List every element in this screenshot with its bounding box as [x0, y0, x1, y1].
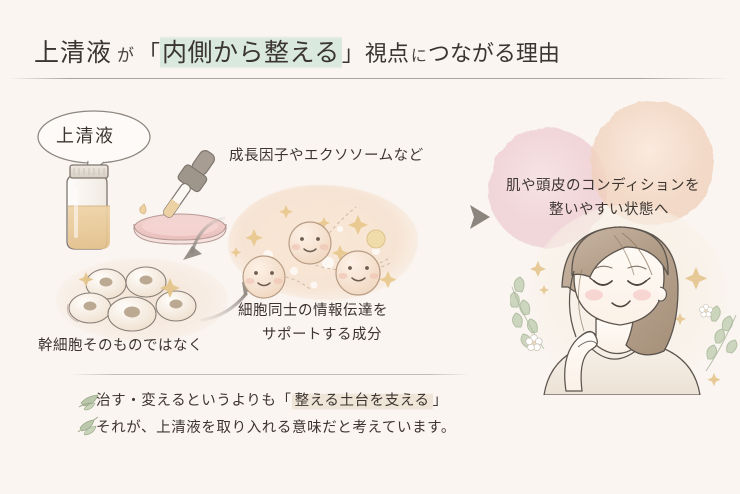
caption-not-stem-cells: 幹細胞そのものではなく [38, 338, 203, 354]
footer-line1-pre: 治す・変えるというよりも [96, 393, 277, 409]
footer-line-1: 治す・変えるというよりも「整える土台を支える」 [96, 389, 448, 410]
footer-divider [74, 374, 468, 375]
title-tail: つながる理由 [427, 42, 560, 67]
smiling-cell-cluster-icon [230, 205, 397, 299]
footer-line-2: それが、上清液を取り入れる意味だと考えています。 [96, 420, 456, 436]
title-highlight: 内側から整える [160, 33, 342, 69]
title-lead: 上清液 [34, 38, 113, 67]
caption-result-line2: 整いやすい状態へ [549, 202, 669, 218]
caption-support-line2: サポートする成分 [262, 327, 382, 343]
supernatant-bottle-icon [66, 164, 227, 250]
caption-support-line1: 細胞同士の情報伝達を [238, 303, 388, 319]
caption-supernatant-items: 成長因子やエクソソームなど [229, 148, 424, 164]
leaf-sprig-icon [78, 394, 99, 411]
footer-line1-quote-close: 」 [432, 393, 448, 409]
stem-cell-cluster-icon [67, 266, 197, 332]
caption-result-line1: 肌や頭皮のコンディションを [506, 178, 700, 194]
title-quote-open: 「 [138, 42, 161, 67]
footer-line1-quote-open: 「 [276, 393, 292, 409]
page-title: 上清液 が 「 内側から整える 」 視点 に つながる理由 [34, 33, 560, 69]
title-mid: 視点 [364, 42, 409, 67]
title-particle: が [117, 46, 135, 66]
title-quote-close: 」 [341, 42, 364, 67]
title-small: に [410, 46, 427, 65]
bubble-label: 上清液 [56, 126, 115, 147]
pipette-dropper-icon [162, 150, 216, 218]
leaf-sprig-icon [77, 416, 99, 436]
header-divider [12, 78, 726, 79]
arrow-right-icon [406, 205, 490, 229]
smiling-woman-illustration [510, 226, 738, 395]
footer-line1-highlight: 整える土台を支える [291, 392, 433, 410]
